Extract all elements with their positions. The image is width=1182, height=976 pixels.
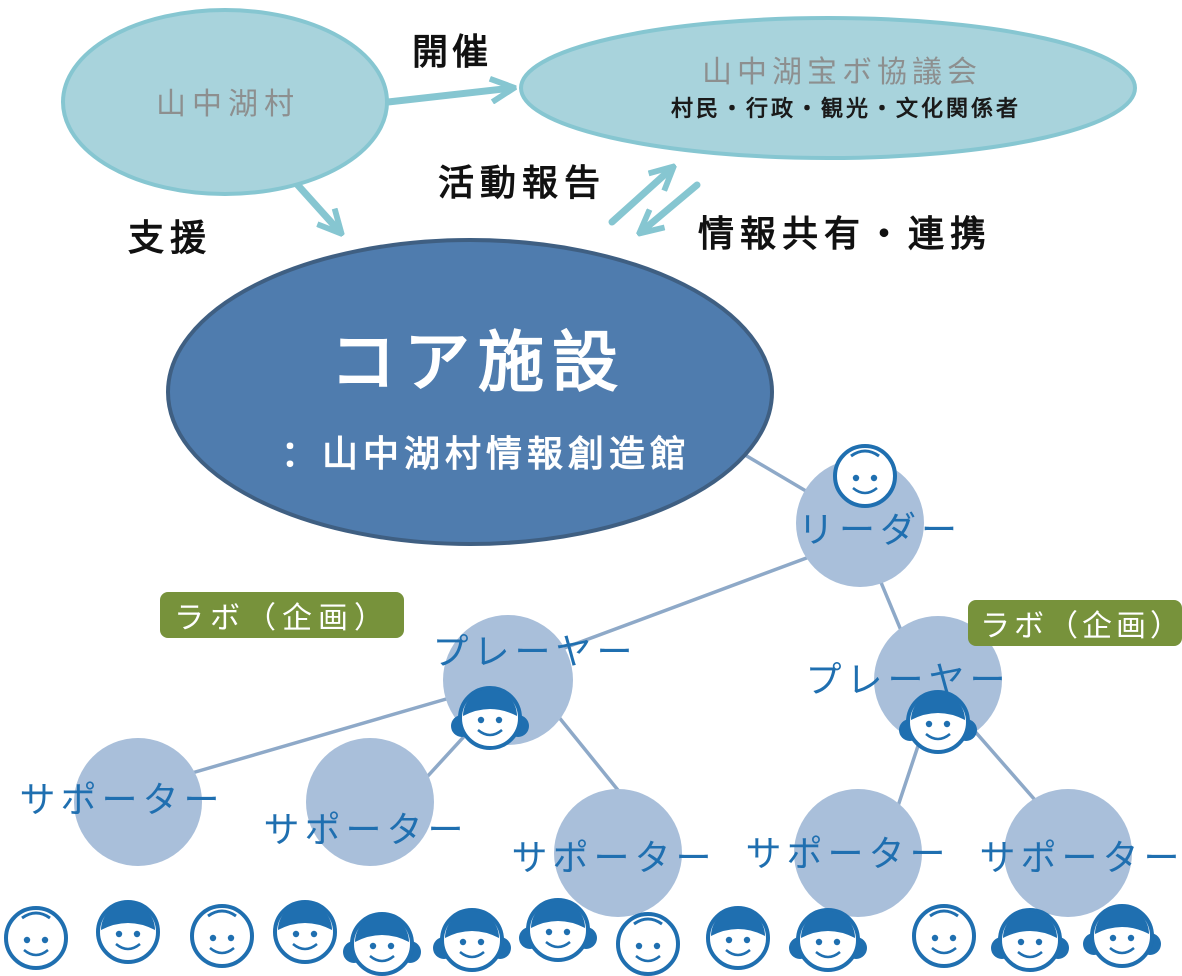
core-facility-node (166, 238, 774, 546)
support-label: 支援 (128, 218, 212, 259)
host-label: 開催 (412, 32, 492, 73)
girl-face-icon (343, 912, 421, 976)
report-label: 活動報告 (438, 163, 606, 204)
council-members: 村民・行政・観光・文化関係者 (671, 96, 1021, 122)
core-subtitle: ：山中湖村情報創造館 (281, 433, 691, 475)
lab-tag-right (968, 600, 1182, 646)
smiley-face-icon (190, 904, 254, 968)
arrows (291, 88, 701, 232)
council-node (519, 16, 1137, 160)
girl-face-icon (1083, 904, 1161, 968)
supporter-circle-3 (554, 789, 682, 917)
supporter-label-4: サポーター (745, 834, 950, 875)
supporter-label-2: サポーター (263, 810, 468, 851)
lab-tag-left (160, 592, 404, 638)
core-title: コア施設 (330, 324, 626, 401)
smiley-face-icon (616, 912, 680, 976)
lab-tag-left-label: ラボ（企画） (174, 601, 390, 636)
boy-face-icon (96, 900, 160, 964)
village-node (61, 8, 389, 196)
smiley-face-icon (833, 444, 897, 508)
boy-face-icon (273, 900, 337, 964)
leader-label: リーダー (798, 510, 962, 551)
arrow-host (384, 88, 512, 106)
faces-layer (4, 444, 1161, 976)
arrow-report (608, 168, 672, 226)
lab-tag-right-label: ラボ（企画） (980, 609, 1182, 644)
girl-face-icon (519, 898, 597, 962)
smiley-face-icon (4, 906, 68, 970)
girl-face-icon (899, 690, 977, 754)
arrow-support (291, 178, 340, 232)
girl-face-icon (451, 686, 529, 750)
supporter-circle-4 (794, 789, 922, 917)
supporter-circle-1 (74, 738, 202, 866)
supporter-label-3: サポーター (511, 838, 716, 879)
supporter-circle-2 (306, 738, 434, 866)
girl-face-icon (991, 908, 1069, 972)
council-title: 山中湖宝ボ協議会 (702, 55, 982, 90)
boy-face-icon (706, 906, 770, 970)
share-label: 情報共有・連携 (698, 214, 992, 255)
village-label: 山中湖村 (156, 87, 300, 122)
player-label-left: プレーヤー (432, 632, 637, 673)
girl-face-icon (433, 908, 511, 972)
supporter-label-1: サポーター (19, 780, 224, 821)
player-label-right: プレーヤー (805, 660, 1010, 701)
girl-face-icon (789, 908, 867, 972)
arrow-share (641, 181, 701, 232)
supporter-circle-5 (1004, 789, 1132, 917)
player-circle-right (874, 616, 1002, 744)
supporter-label-5: サポーター (979, 838, 1182, 879)
smiley-face-icon (912, 904, 976, 968)
